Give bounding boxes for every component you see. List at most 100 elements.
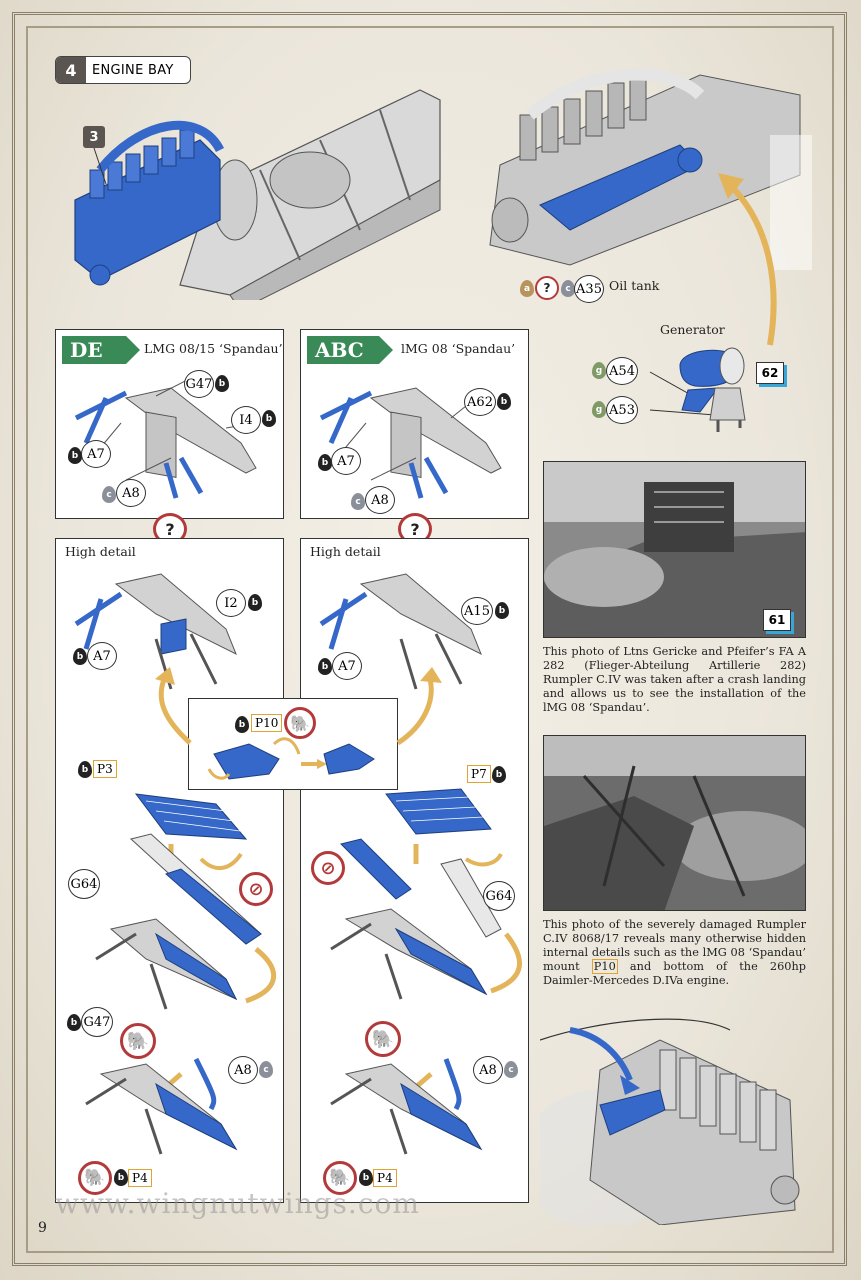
part-G47: G47	[184, 370, 214, 398]
paint-b-drop-9: b	[67, 1014, 81, 1031]
photo-2-caption-b: and bottom of the 260hp Daimler-Mercedes…	[543, 960, 806, 987]
step-title: ENGINE BAY	[92, 62, 174, 78]
page-border-outer	[12, 12, 847, 1266]
paint-c-drop: c	[561, 280, 575, 297]
paint-c-drop-2: c	[102, 486, 116, 503]
photo-2-caption-part: P10	[591, 959, 618, 974]
paint-a-drop: a	[520, 280, 534, 297]
part-P4: P4	[373, 1169, 397, 1187]
high-detail-left-illustration	[74, 573, 276, 1155]
oil-tank-label: Oil tank	[609, 278, 660, 293]
not-used-badge-2: ⊘	[311, 851, 345, 885]
part-I4: I4	[231, 406, 261, 434]
high-detail-left-label: High detail	[65, 544, 136, 559]
part-A8: A8	[473, 1056, 503, 1084]
paint-b-drop-13: b	[492, 766, 506, 783]
question-icon: ?	[535, 276, 559, 300]
historical-photo-1	[543, 461, 806, 638]
gun-abc-panel: ABC lMG 08 ‘Spandau’ A62 b b A7 c A8	[300, 329, 529, 519]
elephant-badge-5: 🐘	[284, 707, 316, 739]
elephant-badge: 🐘	[120, 1023, 156, 1059]
sub-step-badge: 3	[83, 126, 105, 148]
paint-c-drop-4: c	[259, 1061, 273, 1078]
photo-1-ref-number: 61	[763, 609, 791, 631]
elephant-badge-3: 🐘	[365, 1021, 401, 1057]
mount-p10-illustration	[207, 737, 375, 780]
paint-b-drop-2: b	[262, 410, 276, 427]
part-P3: P3	[93, 760, 117, 778]
engine-installed-illustration	[540, 1018, 800, 1225]
paint-b-drop-10: b	[114, 1169, 128, 1186]
photo-1-caption: This photo of Ltns Gericke and Pfeifer’s…	[543, 645, 806, 714]
paint-b-drop-3: b	[68, 447, 82, 464]
gun-abc-title: lMG 08 ‘Spandau’	[401, 341, 516, 356]
high-detail-left-panel: High detail I2 b b A	[55, 538, 284, 1203]
paint-b-drop-7: b	[73, 648, 87, 665]
part-A54: A54	[606, 357, 638, 385]
mount-p10-panel: b P10 🐘	[188, 698, 398, 790]
paint-b-drop-12: b	[318, 658, 332, 675]
paint-b-drop-6: b	[248, 594, 262, 611]
part-A62: A62	[464, 388, 496, 416]
paint-b-drop: b	[215, 375, 229, 392]
gun-de-title: LMG 08/15 ‘Spandau’	[144, 341, 283, 356]
photo-2-caption-a: This photo of the severely damaged Rumpl…	[543, 918, 806, 973]
part-A8: A8	[116, 479, 146, 507]
paint-b-drop-4: b	[497, 393, 511, 410]
step-badge: 4 ENGINE BAY	[55, 56, 191, 84]
part-A35: A35	[574, 275, 604, 303]
gun-de-tag: DE	[62, 336, 140, 364]
engine-closeup-illustration	[489, 68, 812, 270]
part-A7: A7	[87, 642, 117, 670]
paint-c-drop-3: c	[351, 493, 365, 510]
paint-b-drop-15: b	[235, 716, 249, 733]
part-G64: G64	[483, 881, 515, 911]
generator-pointer-arrow	[718, 173, 777, 346]
historical-photo-2	[543, 735, 806, 911]
paint-b-drop-11: b	[495, 602, 509, 619]
part-A15: A15	[461, 597, 493, 625]
elephant-badge-4: 🐘	[323, 1161, 357, 1195]
gun-abc-illustration	[319, 387, 502, 499]
part-G47: G47	[81, 1007, 113, 1037]
part-A53: A53	[606, 396, 638, 424]
high-detail-right-illustration	[319, 573, 522, 1155]
high-detail-right-panel: High detail A15 b b A7	[300, 538, 529, 1203]
sub-step-leader	[93, 148, 107, 185]
paint-c-drop-5: c	[504, 1061, 518, 1078]
elephant-badge-2: 🐘	[78, 1161, 112, 1195]
photo-2-caption: This photo of the severely damaged Rumpl…	[543, 918, 806, 988]
part-A7: A7	[81, 440, 111, 468]
paint-g-drop-2: g	[592, 401, 606, 418]
part-P10: P10	[251, 714, 283, 732]
high-detail-right-label: High detail	[310, 544, 381, 559]
generator-ref-number: 62	[756, 362, 784, 384]
part-A7: A7	[331, 447, 361, 475]
step-number: 4	[56, 57, 86, 83]
gun-de-tag-text: DE	[62, 336, 126, 364]
part-P7: P7	[467, 765, 491, 783]
generator-label: Generator	[660, 322, 725, 337]
not-used-badge: ⊘	[239, 872, 273, 906]
gun-de-illustration	[74, 377, 257, 499]
gun-abc-tag-text: ABC	[307, 336, 379, 364]
part-A8: A8	[365, 486, 395, 514]
watermark-text: www.wingnutwings.com	[55, 1187, 420, 1220]
fuselage-engine-illustration	[74, 89, 441, 300]
gun-abc-tag: ABC	[307, 336, 393, 364]
paint-b-drop-5: b	[318, 454, 332, 471]
paint-b-drop-14: b	[359, 1169, 373, 1186]
paint-b-drop-8: b	[78, 761, 92, 778]
part-G64: G64	[68, 869, 100, 899]
paint-g-drop: g	[592, 362, 606, 379]
part-P4: P4	[128, 1169, 152, 1187]
generator-illustration	[649, 347, 746, 432]
mount-pointer-arrows	[155, 667, 442, 745]
page-number: 9	[38, 1220, 47, 1236]
gun-de-panel: DE LMG 08/15 ‘Spandau’ G47 b I4 b b A7 c…	[55, 329, 284, 519]
part-A8: A8	[228, 1056, 258, 1084]
page-border-inner	[26, 26, 834, 1253]
part-I2: I2	[216, 589, 246, 617]
part-A7: A7	[332, 652, 362, 680]
